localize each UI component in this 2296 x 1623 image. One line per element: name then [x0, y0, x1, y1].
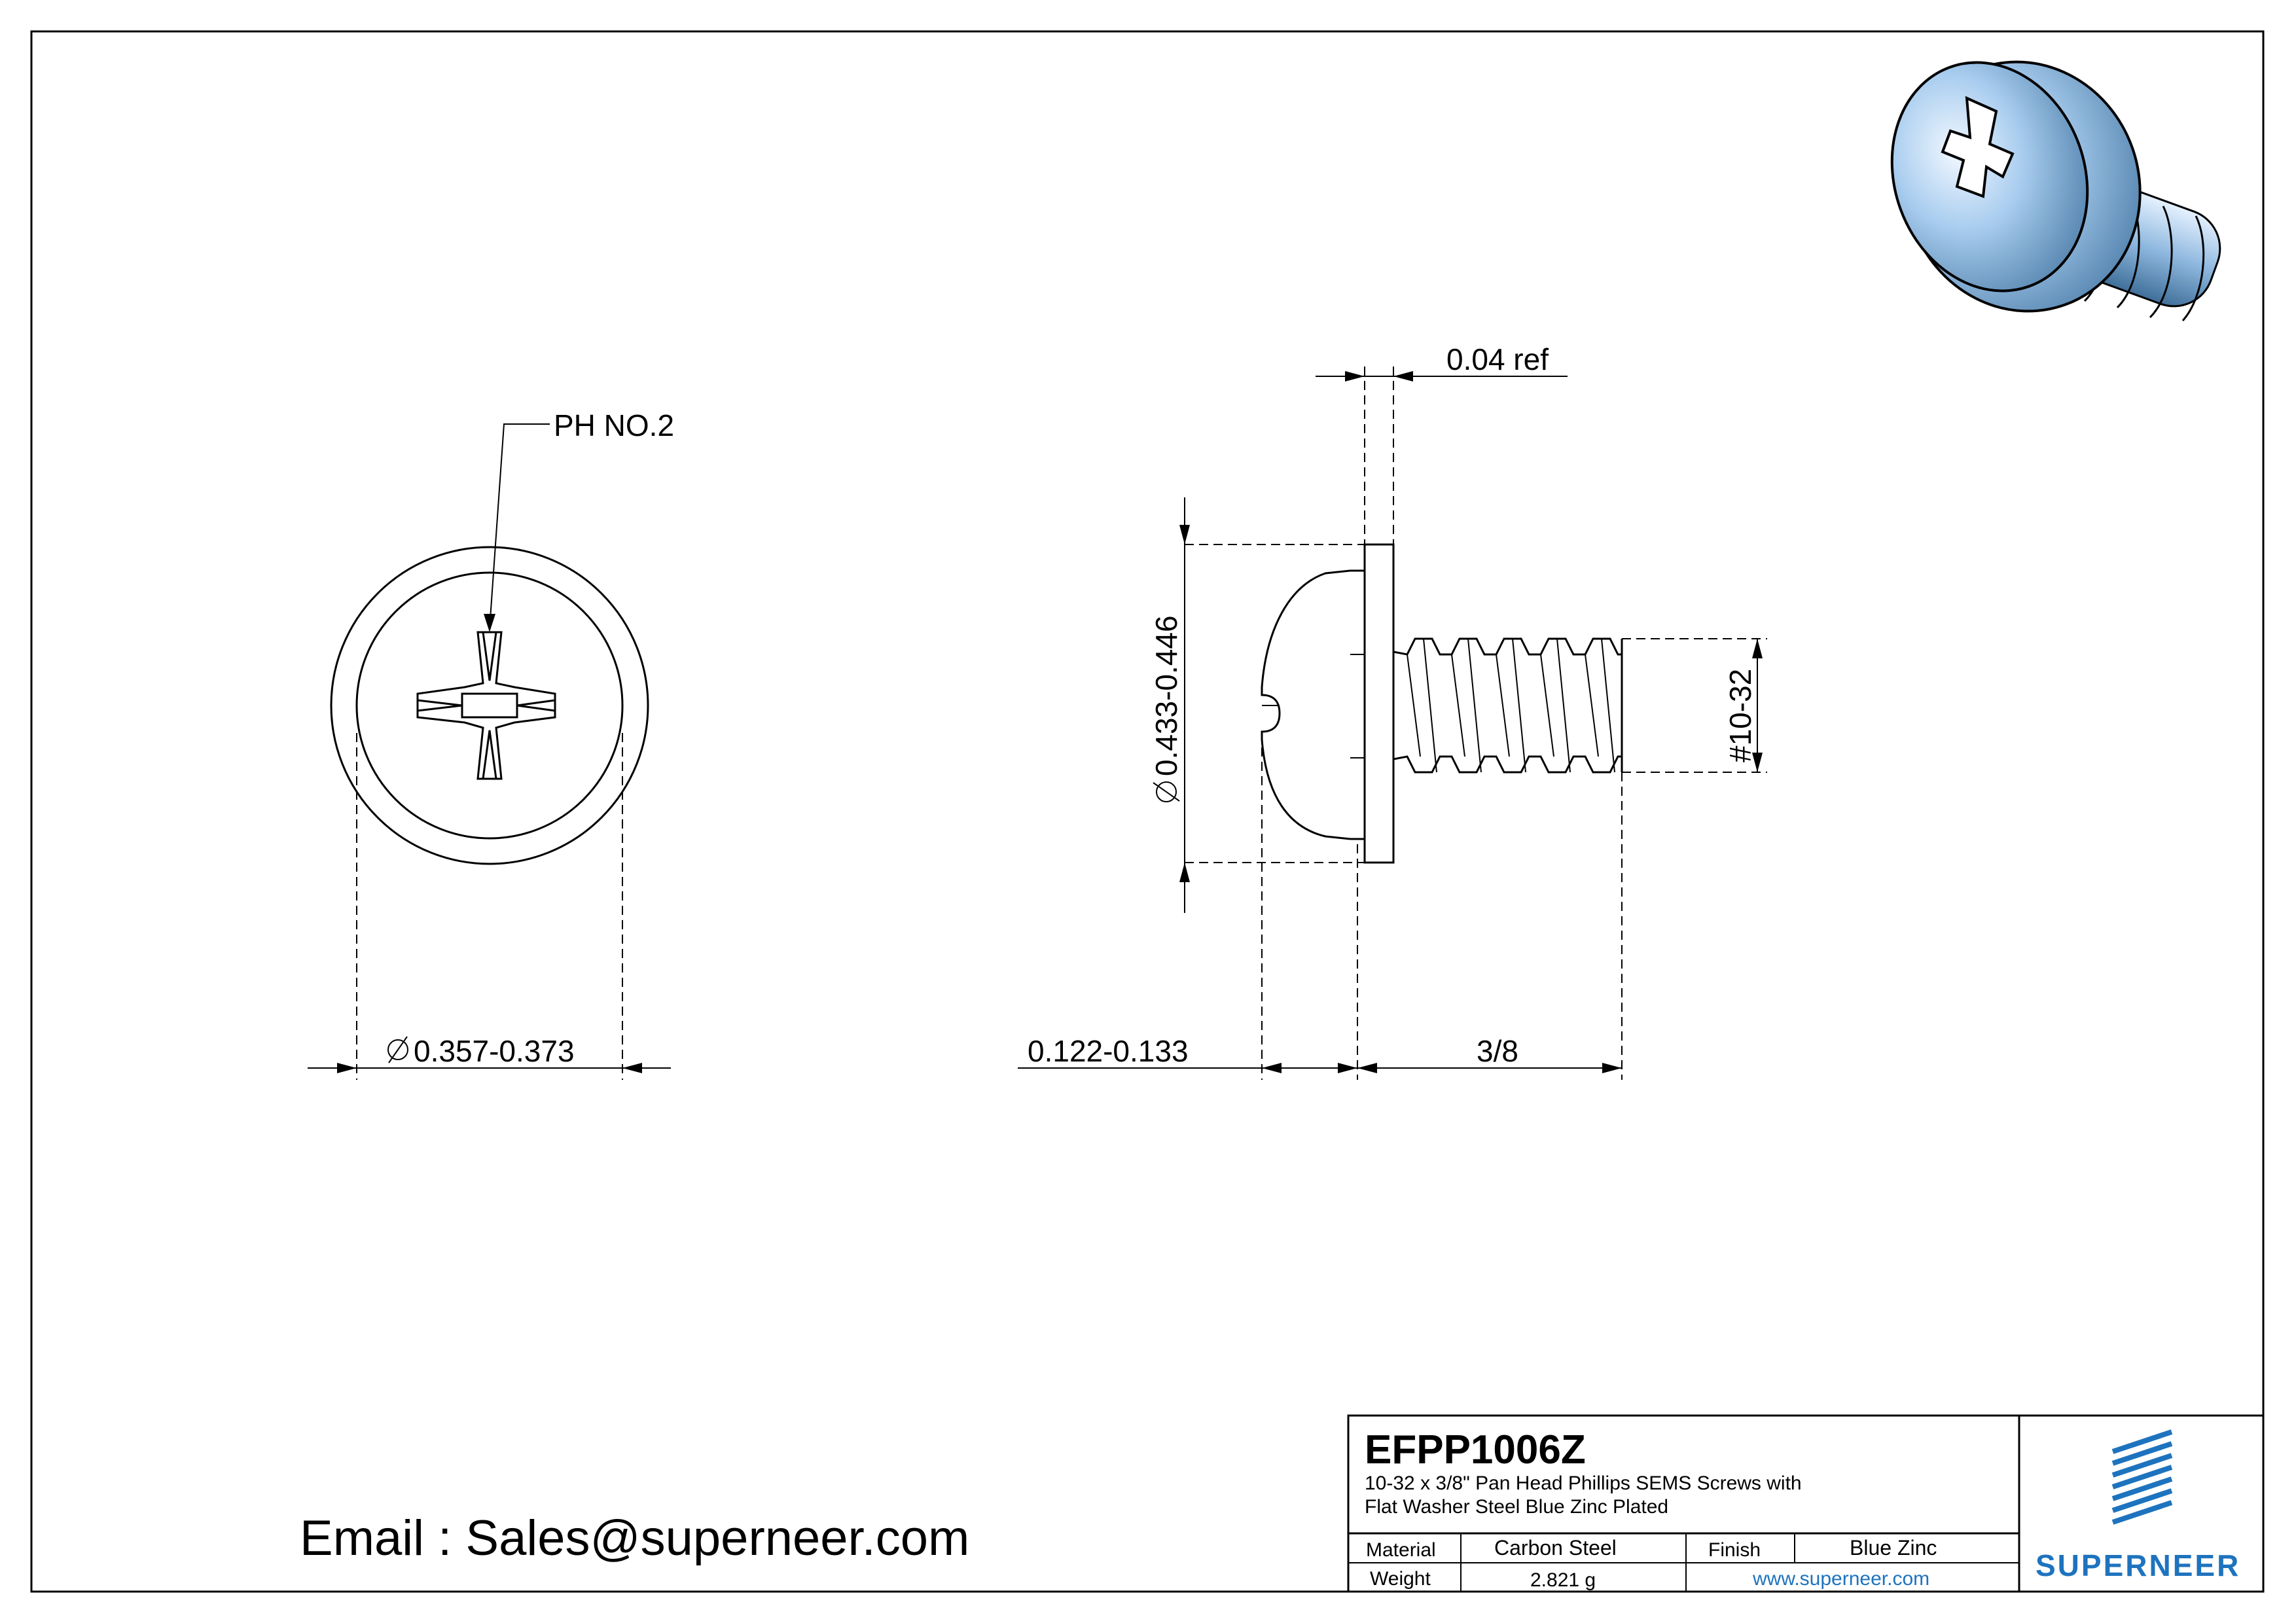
head-diameter-callout: 0.357-0.373	[414, 1034, 575, 1068]
diameter-symbol	[387, 1036, 408, 1063]
render-head	[1890, 61, 2089, 293]
head-inner-circle	[355, 571, 624, 840]
sheet-border	[30, 30, 2265, 1593]
threaded-shank	[1393, 637, 1623, 774]
material-label: Material	[1366, 1539, 1436, 1561]
description-line-1: 10-32 x 3/8" Pan Head Phillips SEMS Scre…	[1365, 1472, 1802, 1494]
weight-value: 2.821 g	[1530, 1569, 1596, 1591]
title-block: EFPP1006Z 10-32 x 3/8" Pan Head Phillips…	[1347, 1414, 2265, 1593]
superneer-logo-icon	[2111, 1429, 2173, 1525]
washer-diameter-callout: 0.433-0.446	[1149, 615, 1183, 776]
finish-value: Blue Zinc	[1850, 1536, 1937, 1560]
side-view: 0.04 ref 0.433-0.446 #10-32 0.122-0.	[1018, 342, 1767, 1080]
drive-leader-arrow	[484, 614, 495, 632]
email-contact: Email : Sales@superneer.com	[300, 1510, 969, 1566]
phillips-recess	[416, 631, 556, 780]
head-height-callout: 0.122-0.133	[1028, 1034, 1189, 1068]
thread-crests	[1407, 638, 1615, 773]
weight-label: Weight	[1370, 1568, 1431, 1590]
washer-profile	[1363, 543, 1395, 864]
website-link[interactable]: www.superneer.com	[1752, 1568, 1929, 1590]
description-line-2: Flat Washer Steel Blue Zinc Plated	[1365, 1496, 1668, 1518]
top-view: PH NO.2 0.357-0.373	[308, 408, 674, 1080]
part-number: EFPP1006Z	[1365, 1427, 1586, 1472]
length-callout: 3/8	[1477, 1034, 1518, 1068]
head-outer-circle	[330, 546, 649, 865]
finish-label: Finish	[1708, 1539, 1761, 1561]
thread-callout: #10-32	[1723, 669, 1757, 762]
screw-3d-render	[1890, 60, 2221, 321]
drive-leader-line	[489, 423, 550, 629]
drive-callout: PH NO.2	[554, 408, 674, 442]
render-recess	[1941, 96, 2015, 198]
washer-diameter-label: 0.433-0.446	[1149, 615, 1183, 802]
brand-name: SUPERNEER	[2036, 1548, 2240, 1582]
material-value: Carbon Steel	[1494, 1536, 1617, 1560]
diameter-symbol-rotated	[1153, 781, 1180, 802]
pan-head-profile	[1261, 569, 1351, 840]
washer-thickness-callout: 0.04 ref	[1446, 342, 1549, 376]
